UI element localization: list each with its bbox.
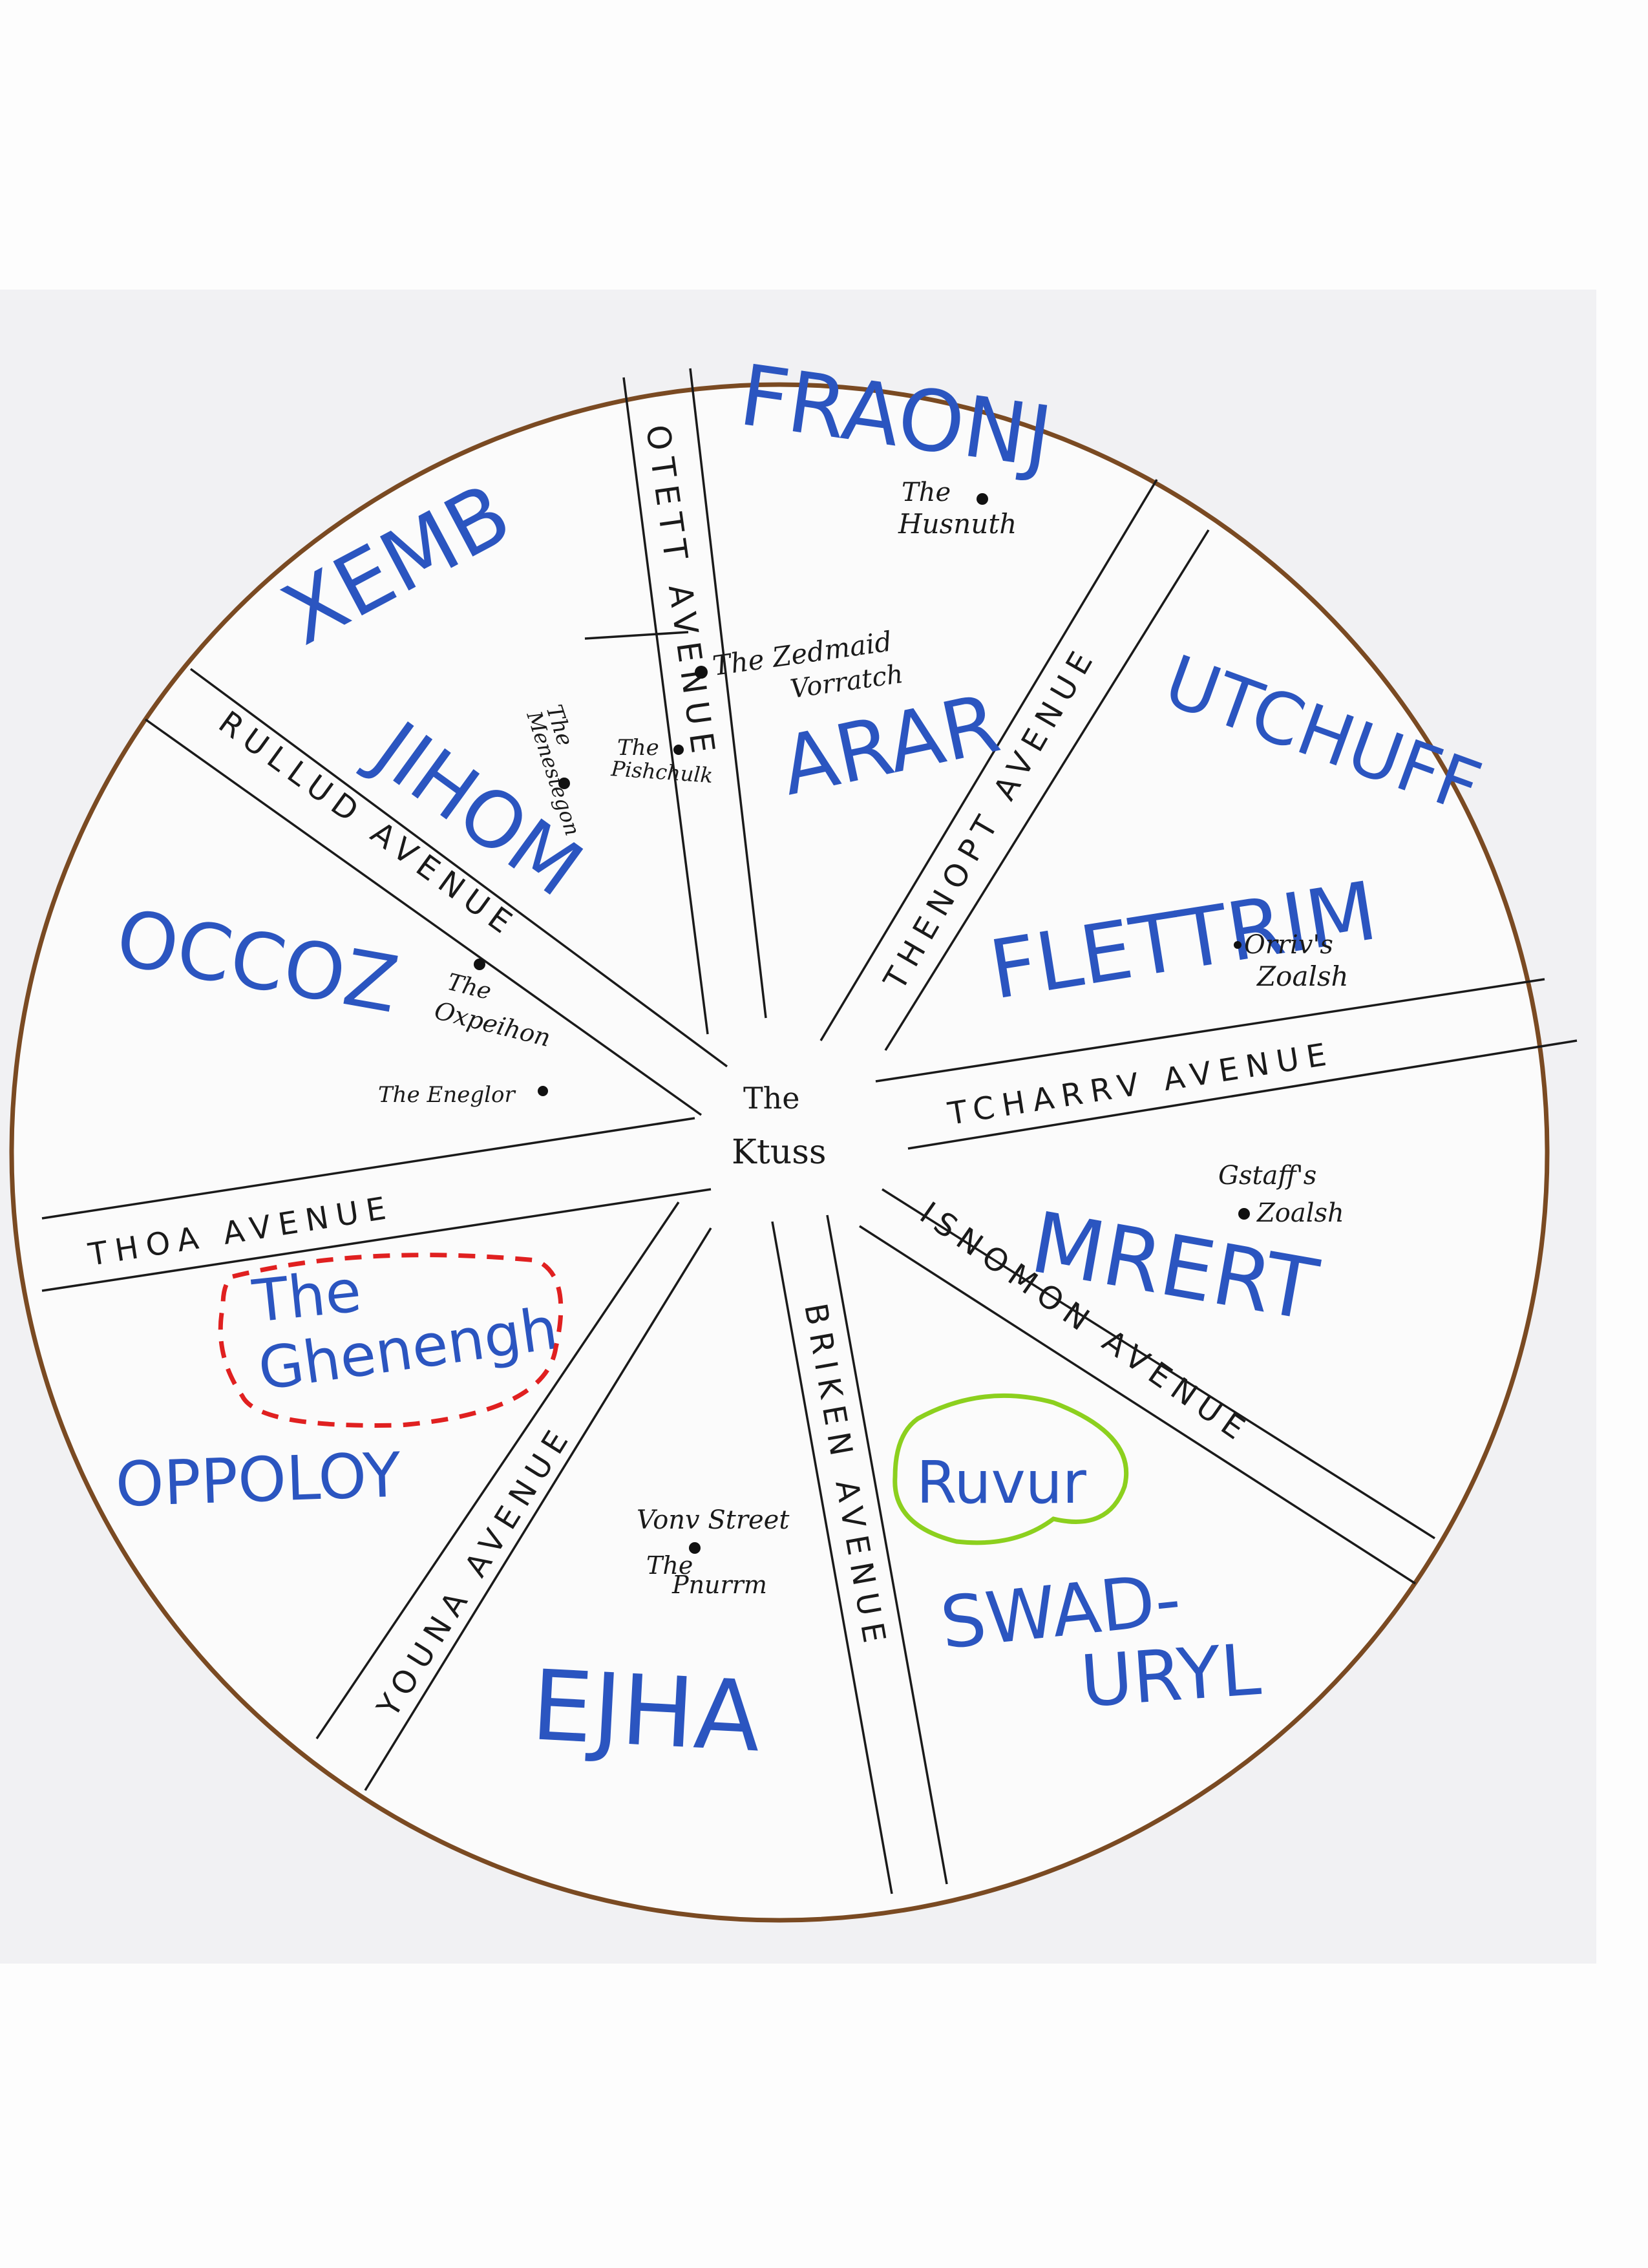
poi-husnuth-name: Husnuth [898, 508, 1017, 540]
poi-pnurrm-the: The [646, 1551, 693, 1580]
poi-vonv-street: Vonv Street [637, 1505, 790, 1535]
briken-avenue-line-left [771, 1221, 893, 1894]
thenopt-avenue-line-left [819, 479, 1158, 1041]
thenopt-avenue-line-right [884, 529, 1210, 1051]
poi-menestegon-dot [558, 778, 570, 789]
youna-avenue-line-left [315, 1202, 680, 1739]
poi-gstaff-dot [1238, 1208, 1250, 1220]
rullud-avenue-line-top [189, 668, 728, 1068]
poi-eneglor-name: The Eneglor [378, 1082, 516, 1108]
tcharrv-avenue-line-bottom [907, 1039, 1578, 1150]
region-ejha: EJHA [529, 1649, 763, 1774]
thoa-avenue-line-bottom [41, 1188, 712, 1292]
poi-gstaff-line1: Gstaff's [1218, 1161, 1316, 1191]
otett-avenue-line-left [622, 377, 709, 1035]
roads [41, 368, 1578, 1894]
poi-oxpeihon-dot [474, 959, 485, 970]
rullud-avenue-line-bottom [144, 718, 703, 1116]
region-swad-uryl-line2: URYL [1078, 1628, 1263, 1723]
city-boundary [9, 382, 1550, 1923]
center-label-ktuss: Ktuss [732, 1133, 827, 1172]
poi-orriv-dot [1234, 941, 1241, 949]
briken-avenue-line-right [826, 1214, 948, 1885]
poi-pishchulk-dot [673, 745, 684, 755]
central-plaza: The Ktuss [732, 1081, 827, 1172]
isnomon-avenue-line-bottom [882, 1188, 1435, 1540]
tcharrv-avenue-line-top [875, 978, 1545, 1083]
ruvur-green-outline [893, 1393, 1129, 1545]
poi-zedmaid-dot [695, 666, 708, 679]
poi-pnurrm-name: Pnurrm [671, 1571, 767, 1599]
poi-pnurrm-dot [689, 1542, 701, 1554]
poi-eneglor-dot [538, 1086, 548, 1096]
otett-avenue-line-right [689, 368, 767, 1019]
region-ruvur: Ruvur [916, 1449, 1086, 1517]
poi-pishchulk-the: The [617, 735, 659, 761]
thoa-avenue-line-top [41, 1117, 695, 1220]
center-label-the: The [743, 1081, 800, 1116]
side-street-line [584, 631, 689, 640]
youna-avenue-line-right [364, 1227, 712, 1791]
poi-orriv-line2: Zoalsh [1256, 960, 1349, 992]
poi-gstaff-line2: Zoalsh [1256, 1198, 1344, 1228]
region-oppoloy: OPPOLOY [114, 1440, 403, 1521]
ghenengh-red-outline [218, 1253, 564, 1428]
isnomon-avenue-line-top [859, 1225, 1416, 1585]
poi-husnuth-the: The [902, 478, 951, 507]
poi-husnuth-dot [977, 493, 988, 505]
poi-orriv-line1: Orriv's [1244, 930, 1333, 960]
